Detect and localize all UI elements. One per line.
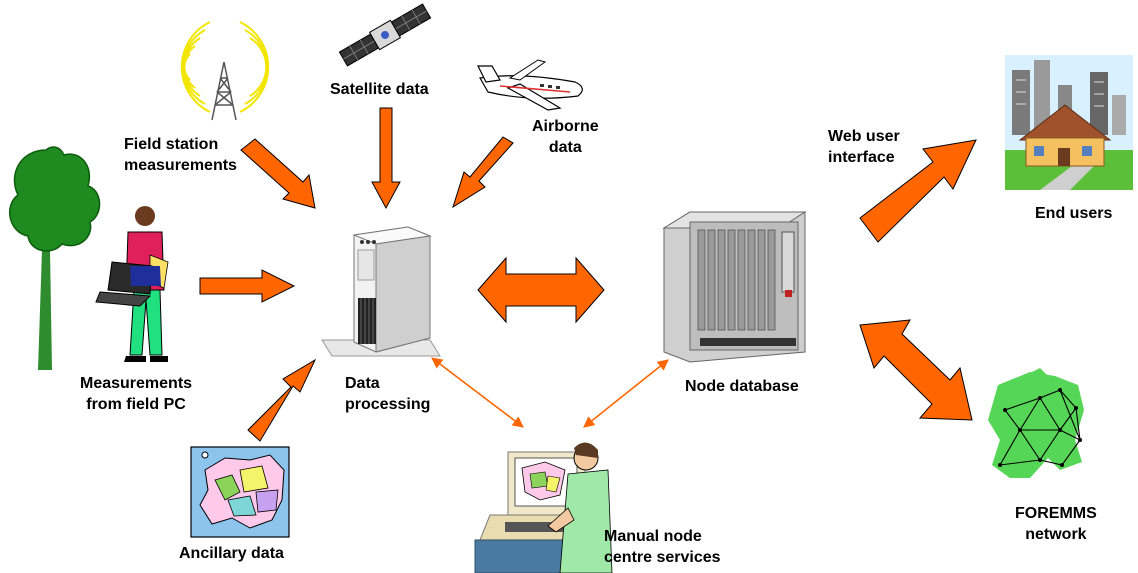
- end-users-label: End users: [1035, 205, 1113, 222]
- manual-node-label: Manual node centre services: [604, 528, 721, 566]
- arrow-to-web-user-interface: [859, 139, 977, 243]
- arrow-ancillary-to-processing: [247, 358, 317, 442]
- europe-map-icon: [190, 446, 290, 538]
- node-database-label: Node database: [685, 378, 799, 395]
- city-house-icon: [1005, 55, 1133, 190]
- server-tower-icon: [321, 226, 441, 357]
- arrow-airborne-to-processing: [452, 136, 514, 209]
- airborne-data-label: Airborne data: [532, 118, 599, 156]
- field-station-label: Field station measurements: [124, 136, 237, 174]
- radio-tower-icon: [180, 21, 270, 121]
- airplane-icon: [477, 59, 583, 111]
- satellite-icon: [338, 3, 432, 67]
- arrow-field-pc-to-processing: [199, 269, 296, 303]
- thin-arrow-manual-node-database: [583, 359, 669, 428]
- rack-server-icon: [662, 211, 807, 363]
- tree-icon: [9, 146, 101, 370]
- field-pc-label: Measurements from field PC: [80, 375, 193, 413]
- thin-arrow-processing-manual: [431, 357, 524, 428]
- arrow-node-database-foremms: [859, 319, 973, 421]
- field-person-icon: [95, 206, 169, 362]
- europe-network-map-icon: [988, 368, 1084, 478]
- satellite-data-label: Satellite data: [330, 81, 429, 98]
- foremms-network-label: FOREMMS network: [1015, 505, 1097, 543]
- arrow-field-station-to-processing: [240, 138, 316, 209]
- data-processing-label: Data processing: [345, 375, 431, 413]
- web-user-interface-label: Web user interface: [828, 128, 900, 166]
- arrow-processing-node-database: [477, 256, 605, 324]
- operator-workstation-icon: [474, 442, 613, 573]
- arrow-satellite-to-processing: [371, 107, 401, 210]
- ancillary-data-label: Ancillary data: [179, 545, 284, 562]
